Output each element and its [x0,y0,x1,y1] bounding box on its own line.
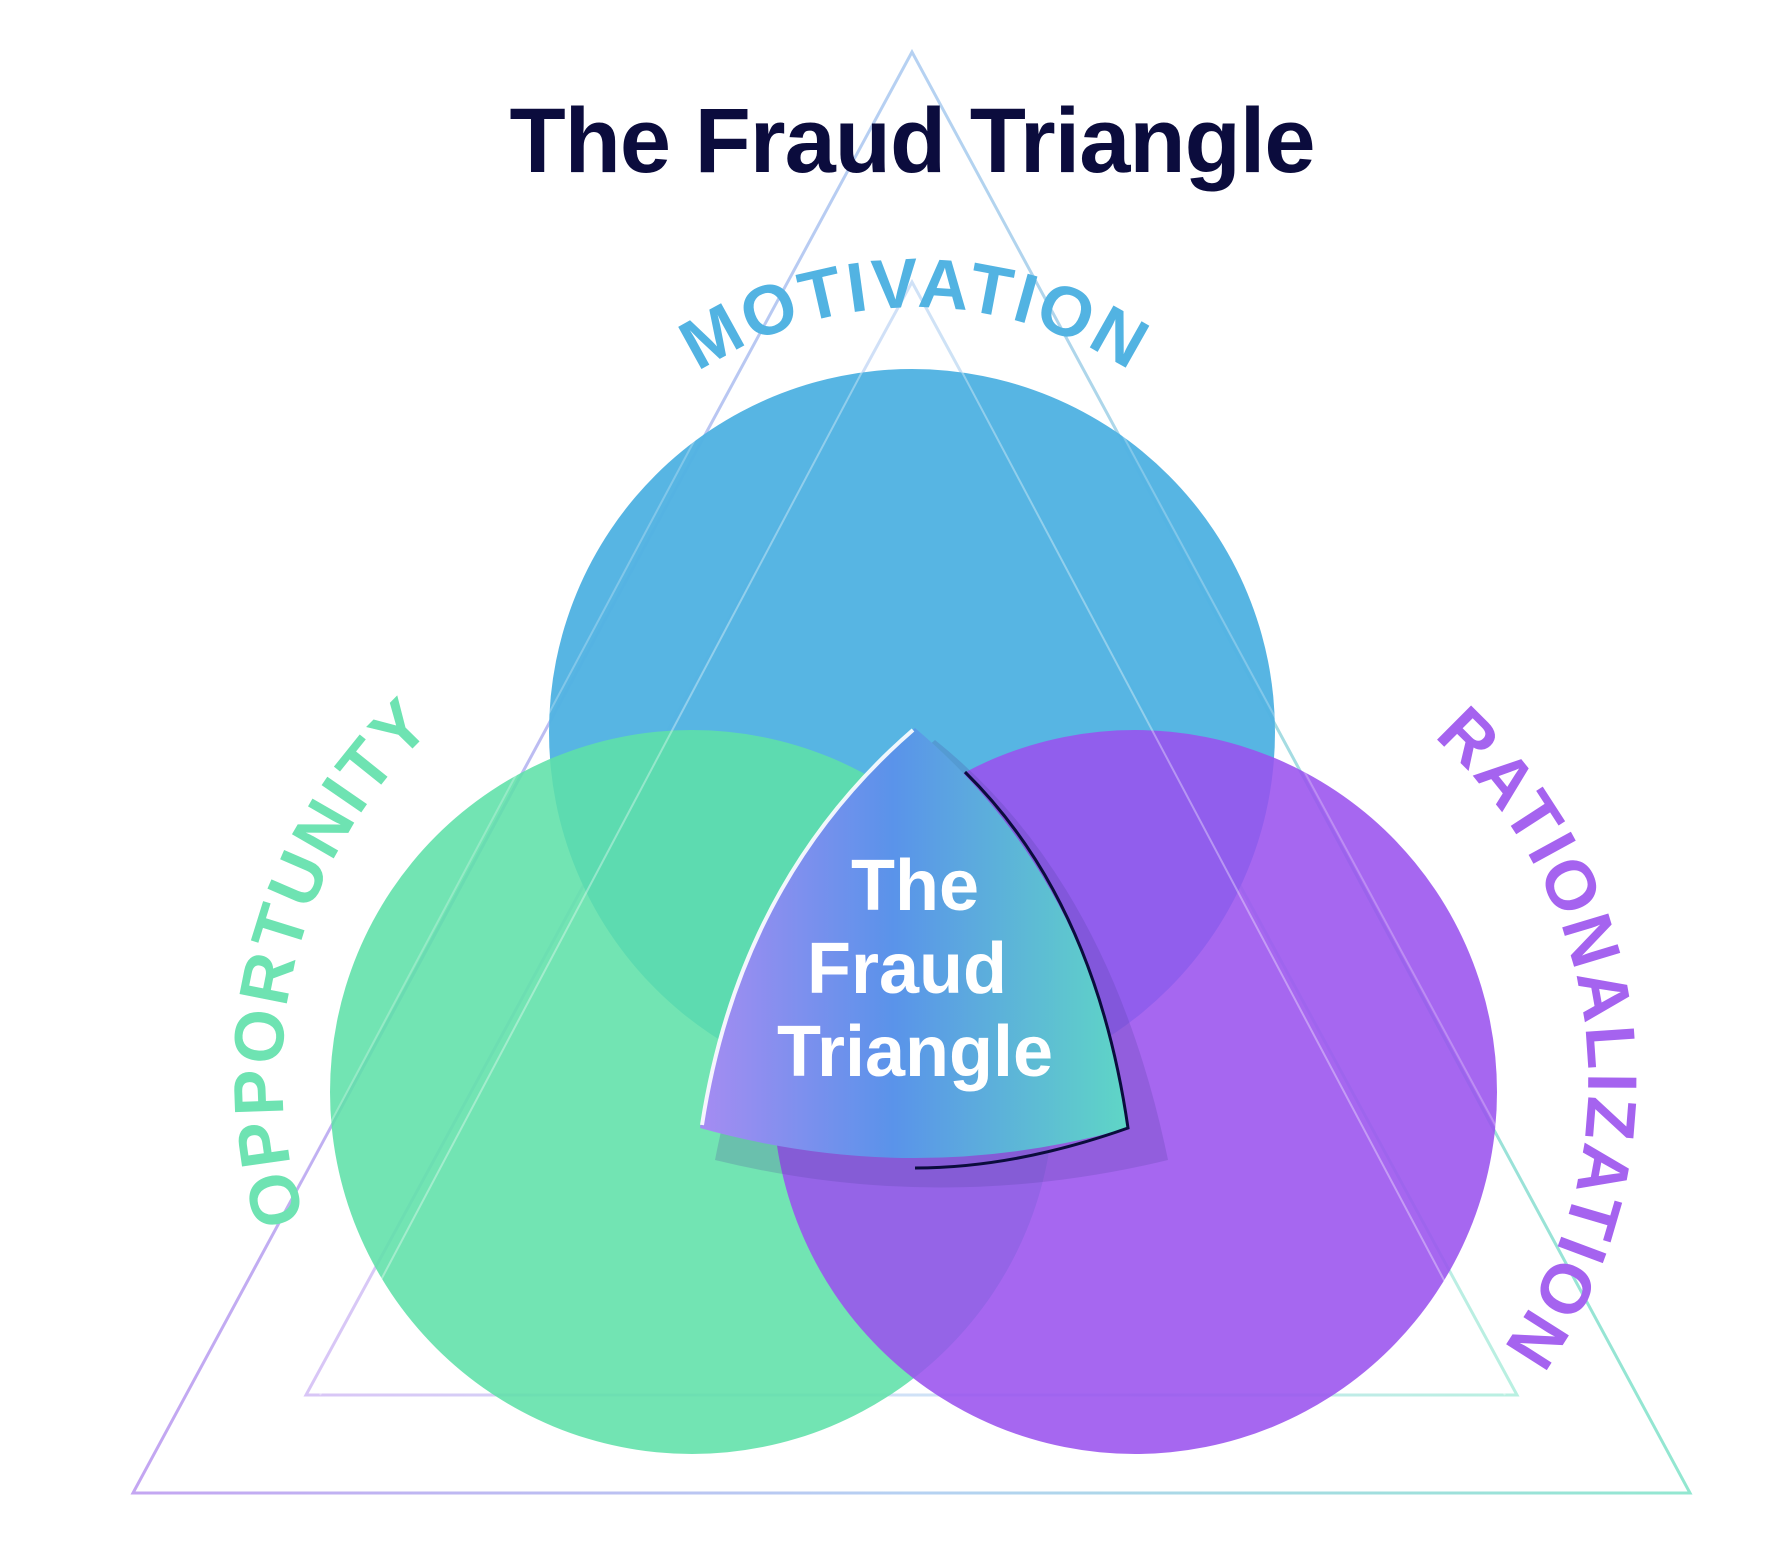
center-curved-triangle [700,728,1128,1158]
center-text-line-3: Triangle [777,1012,1053,1092]
center-text-line-1: The [851,846,979,926]
triangle-edge-left-outer [299,429,701,1181]
center-edge-highlight [700,728,915,1126]
page-title: The Fraud Triangle [509,90,1314,192]
triangle-edge-right [961,371,1506,1396]
triangle-edge-left [319,371,863,1396]
center-edge-dark [914,770,1130,1170]
motivation-label: MOTIVATION [667,244,1163,385]
center-text-line-2: Fraud [807,929,1007,1009]
triangle-edge-right-outer [1119,429,1526,1181]
